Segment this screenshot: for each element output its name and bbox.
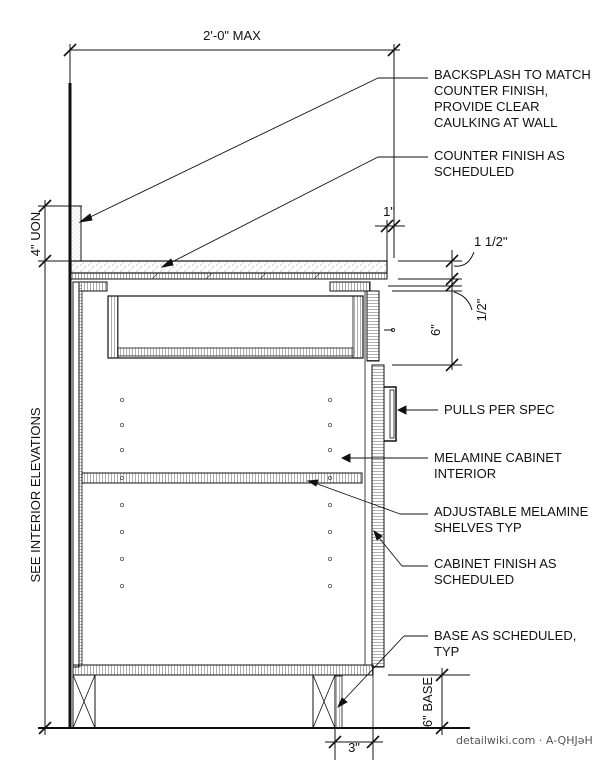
svg-text:CAULKING AT WALL: CAULKING AT WALL: [434, 115, 557, 130]
svg-text:PULLS PER SPEC: PULLS PER SPEC: [444, 402, 555, 417]
cabinet-bottom: [72, 664, 374, 676]
dim-toe-kick: [325, 728, 383, 760]
dim-toe-kick-label: 3": [348, 740, 360, 755]
dim-overhang-label: 1": [383, 204, 395, 219]
dim-width: [63, 43, 401, 258]
dim-reveal-label: 1/2": [474, 298, 489, 321]
svg-text:INTERIOR: INTERIOR: [434, 466, 496, 481]
dim-backsplash-label: 4" UON: [28, 212, 43, 256]
drawer-bottom: [117, 347, 354, 357]
callout-shelves: ADJUSTABLE MELAMINE SHELVES TYP: [434, 504, 589, 535]
dim-backsplash: [38, 199, 82, 268]
dim-drawer: [392, 286, 462, 372]
cabinet-door: [371, 364, 385, 668]
svg-text:COUNTER FINISH,: COUNTER FINISH,: [434, 83, 548, 98]
svg-text:BACKSPLASH TO MATCH: BACKSPLASH TO MATCH: [434, 67, 591, 82]
credit-text: detailwiki.com · A-QHJəH: [456, 734, 593, 747]
countertop: [70, 260, 388, 274]
svg-text:TYP: TYP: [434, 644, 459, 659]
callout-cabinet-finish: CABINET FINISH AS SCHEDULED: [434, 556, 557, 587]
door-pull: [384, 386, 397, 442]
svg-text:PROVIDE CLEAR: PROVIDE CLEAR: [434, 99, 539, 114]
dim-base-label: 6" BASE: [420, 677, 435, 727]
adjustable-shelf: [81, 472, 363, 484]
drawer-side-left: [107, 295, 119, 359]
svg-text:COUNTER FINISH AS: COUNTER FINISH AS: [434, 148, 565, 163]
callout-counter: COUNTER FINISH AS SCHEDULED: [434, 148, 565, 179]
svg-text:BASE AS SCHEDULED,: BASE AS SCHEDULED,: [434, 628, 576, 643]
dim-reveal: [388, 278, 473, 311]
svg-text:ADJUSTABLE MELAMINE: ADJUSTABLE MELAMINE: [434, 504, 589, 519]
dim-drawer-label: 6": [428, 324, 443, 336]
svg-text:CABINET FINISH AS: CABINET FINISH AS: [434, 556, 557, 571]
shelf-pin-holes: [120, 397, 332, 589]
dim-width-label: 2'-0" MAX: [203, 28, 261, 43]
dim-counter-thickness: [398, 250, 475, 290]
base-back-block: [72, 674, 96, 729]
leader-lines: [78, 77, 438, 709]
dim-counter-thickness-label: 1 1/2": [474, 234, 508, 249]
cabinet-back-panel: [72, 281, 80, 668]
callout-backsplash: BACKSPLASH TO MATCH COUNTER FINISH, PROV…: [434, 67, 591, 130]
drawer-side-right: [352, 295, 364, 359]
dim-overall-height: [38, 268, 52, 735]
counter-marks: [151, 272, 321, 280]
dim-overhang: [375, 219, 405, 262]
cabinet-back-inner: [79, 282, 82, 667]
callout-base: BASE AS SCHEDULED, TYP: [434, 628, 576, 659]
drawer-front: [366, 290, 380, 362]
svg-text:SCHEDULED: SCHEDULED: [434, 572, 514, 587]
dim-elevations-label: SEE INTERIOR ELEVATIONS: [28, 407, 43, 582]
svg-text:SCHEDULED: SCHEDULED: [434, 164, 514, 179]
callout-pulls: PULLS PER SPEC: [444, 402, 555, 417]
svg-text:MELAMINE CABINET: MELAMINE CABINET: [434, 450, 562, 465]
countertop-substrate: [70, 272, 388, 280]
dim-base: [388, 668, 470, 735]
backsplash: [70, 205, 82, 262]
cabinet-top-rail-front: [329, 281, 371, 292]
svg-text:SHELVES TYP: SHELVES TYP: [434, 520, 522, 535]
callout-interior: MELAMINE CABINET INTERIOR: [434, 450, 562, 481]
